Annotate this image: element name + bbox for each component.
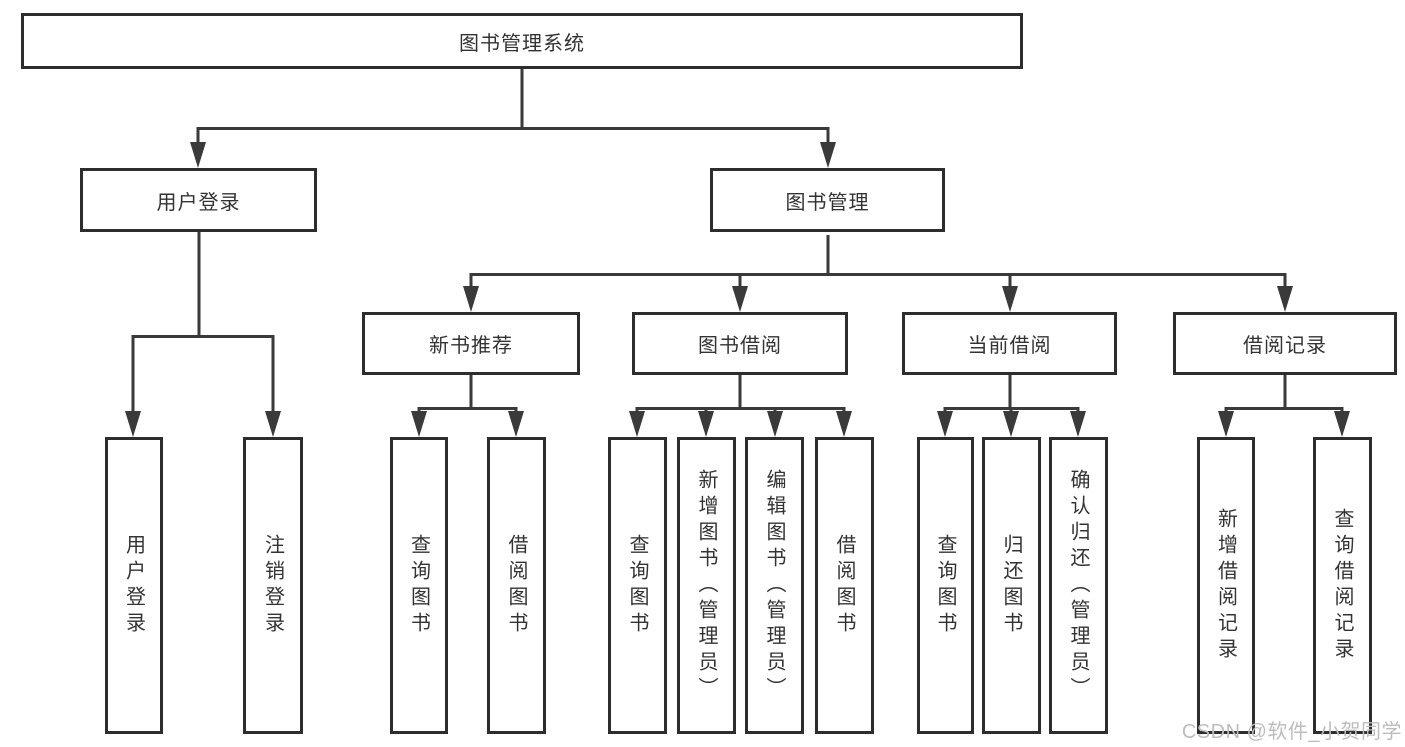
node-leaf-user-login: 用户登录	[105, 437, 163, 734]
node-leaf-confirm-return-admin: 确认归还（管理员）	[1049, 437, 1108, 734]
leaf-label: 查询图书	[934, 533, 956, 638]
node-new-book-recommend: 新书推荐	[362, 312, 580, 375]
leaf-label: 新增图书（管理员）	[695, 468, 717, 703]
leaf-label: 借阅图书	[505, 533, 527, 638]
leaf-label: 查询图书	[407, 533, 430, 638]
node-book-borrow: 图书借阅	[632, 312, 848, 375]
node-leaf-borrow-books-2: 借阅图书	[815, 437, 874, 734]
node-leaf-add-borrow-record: 新增借阅记录	[1197, 437, 1255, 734]
leaf-label: 归还图书	[1000, 533, 1022, 638]
node-book-management: 图书管理	[710, 168, 945, 232]
leaf-label: 借阅图书	[833, 533, 855, 638]
node-leaf-add-book-admin: 新增图书（管理员）	[677, 437, 736, 734]
leaf-label: 查询借阅记录	[1331, 507, 1353, 664]
node-leaf-query-books-3: 查询图书	[917, 437, 974, 734]
leaf-label: 编辑图书（管理员）	[763, 468, 785, 703]
node-leaf-borrow-books-1: 借阅图书	[487, 437, 546, 734]
node-borrow-records: 借阅记录	[1173, 312, 1397, 375]
node-current-borrow: 当前借阅	[902, 312, 1117, 375]
node-leaf-query-books-1: 查询图书	[390, 437, 448, 734]
leaf-label: 新增借阅记录	[1214, 507, 1237, 664]
node-root: 图书管理系统	[21, 13, 1023, 69]
node-user-login: 用户登录	[80, 168, 317, 232]
node-leaf-logout: 注销登录	[243, 437, 303, 734]
node-leaf-query-books-2: 查询图书	[608, 437, 667, 734]
node-leaf-return-book: 归还图书	[982, 437, 1041, 734]
leaf-label: 注销登录	[261, 533, 284, 638]
leaf-label: 查询图书	[626, 533, 648, 638]
leaf-label: 用户登录	[122, 533, 145, 638]
watermark: CSDN @软件_小贺同学	[1181, 721, 1402, 743]
node-leaf-query-borrow-record: 查询借阅记录	[1313, 437, 1372, 734]
node-leaf-edit-book-admin: 编辑图书（管理员）	[745, 437, 804, 734]
leaf-label: 确认归还（管理员）	[1067, 468, 1089, 703]
